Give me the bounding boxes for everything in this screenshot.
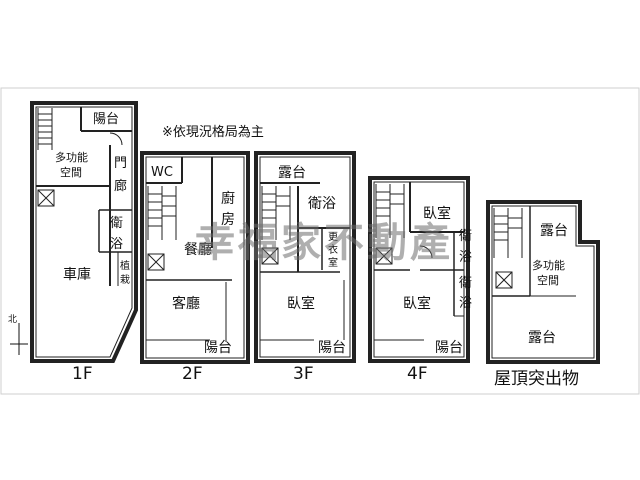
room-label: 陽台: [435, 340, 463, 356]
room-label: 衛: [110, 216, 123, 231]
room-label: 露台: [540, 223, 568, 239]
room-label: 衣: [328, 243, 338, 256]
room-label: 衛: [459, 229, 472, 244]
room-label: 空間: [60, 165, 82, 179]
room-labels-1f: 陽台 多功能 空間 門 廊 衛 浴 車庫 植 栽: [55, 112, 130, 286]
room-label: 臥室: [287, 295, 315, 312]
room-label: 臥室: [423, 205, 451, 222]
floor-1f: [30, 101, 138, 363]
room-label: 多功能: [55, 150, 88, 164]
room-label: 栽: [120, 273, 130, 286]
layout-disclaimer-note: ※依現況格局為主: [162, 125, 264, 140]
room-label: 臥室: [403, 295, 431, 312]
floor-label-roof: 屋頂突出物: [494, 369, 579, 389]
room-label: 露台: [528, 330, 556, 346]
floor-label-1f: 1F: [72, 364, 93, 384]
room-labels-4f: 臥室 衛 浴 衛 浴 臥室 陽台: [403, 205, 472, 356]
room-label: 廊: [114, 178, 127, 194]
room-label: 衛: [459, 276, 472, 291]
room-label: 室: [328, 256, 338, 269]
room-label: 陽台: [93, 112, 119, 127]
room-label: 多功能: [532, 258, 565, 272]
room-label: 門: [114, 156, 127, 171]
room-label: 露台: [278, 165, 306, 181]
room-label: 車庫: [63, 266, 91, 283]
room-label: 房: [221, 212, 235, 228]
room-labels-3f: 露台 衛浴 更 衣 室 臥室 陽台: [278, 165, 346, 356]
floor-label-2f: 2F: [182, 364, 203, 384]
floor-2f: [140, 151, 250, 364]
room-label: 浴: [459, 296, 472, 311]
room-label: 浴: [110, 237, 123, 252]
room-label: 陽台: [318, 340, 346, 356]
room-label: 衛浴: [308, 196, 336, 212]
floor-roof: [486, 200, 600, 364]
floor-3f: [254, 151, 356, 363]
floor-label-4f: 4F: [407, 364, 428, 384]
floor-4f: [368, 176, 470, 363]
north-arrow-icon: [10, 323, 28, 355]
room-label: 更: [328, 231, 338, 243]
room-label: 空間: [537, 273, 559, 287]
room-label: 植: [120, 259, 130, 272]
room-labels-roof: 露台 多功能 空間 露台: [528, 223, 568, 346]
room-label: 陽台: [204, 340, 232, 356]
room-label: 廚: [221, 190, 235, 207]
room-label: 浴: [459, 250, 472, 265]
room-label: 客廳: [172, 295, 200, 312]
room-label: 餐廳: [184, 241, 212, 258]
room-label: WC: [151, 165, 173, 180]
floor-label-3f: 3F: [293, 364, 314, 384]
room-labels-2f: WC 廚 房 餐廳 客廳 陽台: [151, 165, 235, 356]
drawing-frame: [0, 87, 640, 395]
compass-label: 北: [8, 315, 18, 325]
